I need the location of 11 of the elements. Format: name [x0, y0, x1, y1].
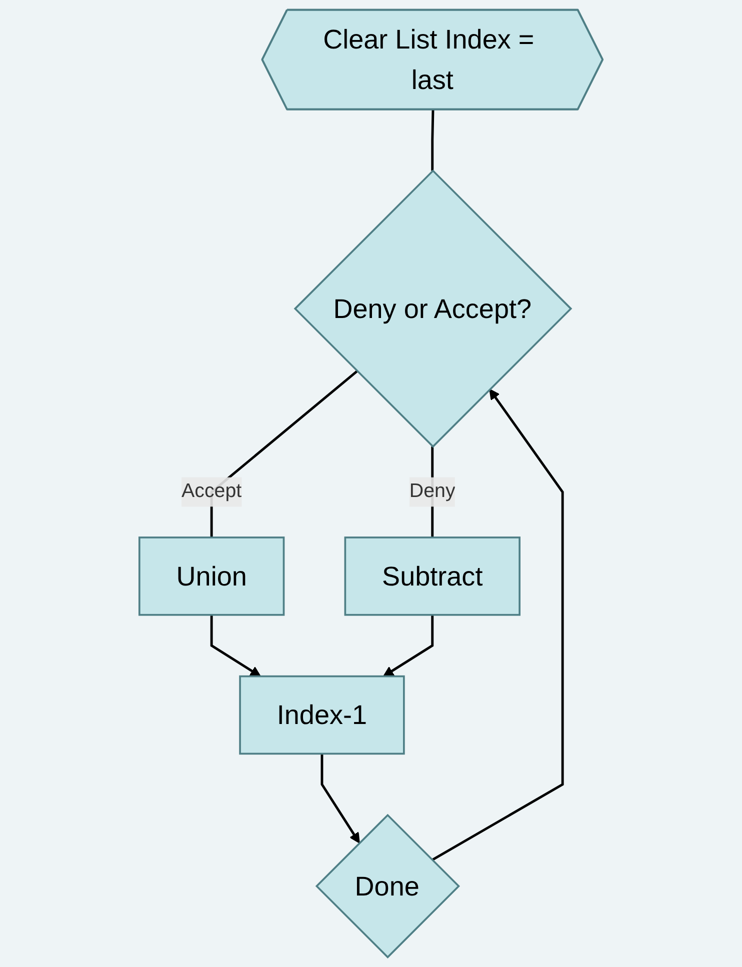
arrow [383, 614, 434, 677]
node-box: Union [138, 536, 285, 616]
node-box: Index-1 [239, 675, 405, 755]
connector [431, 110, 434, 171]
edge-label: Accept [182, 480, 242, 502]
arrow [320, 754, 360, 844]
arrow [210, 614, 261, 677]
node-box: Subtract [344, 536, 520, 616]
node-diamond: Done [315, 814, 460, 958]
node-diamond: Deny or Accept? [294, 169, 572, 448]
edge-label: Deny [409, 480, 456, 502]
